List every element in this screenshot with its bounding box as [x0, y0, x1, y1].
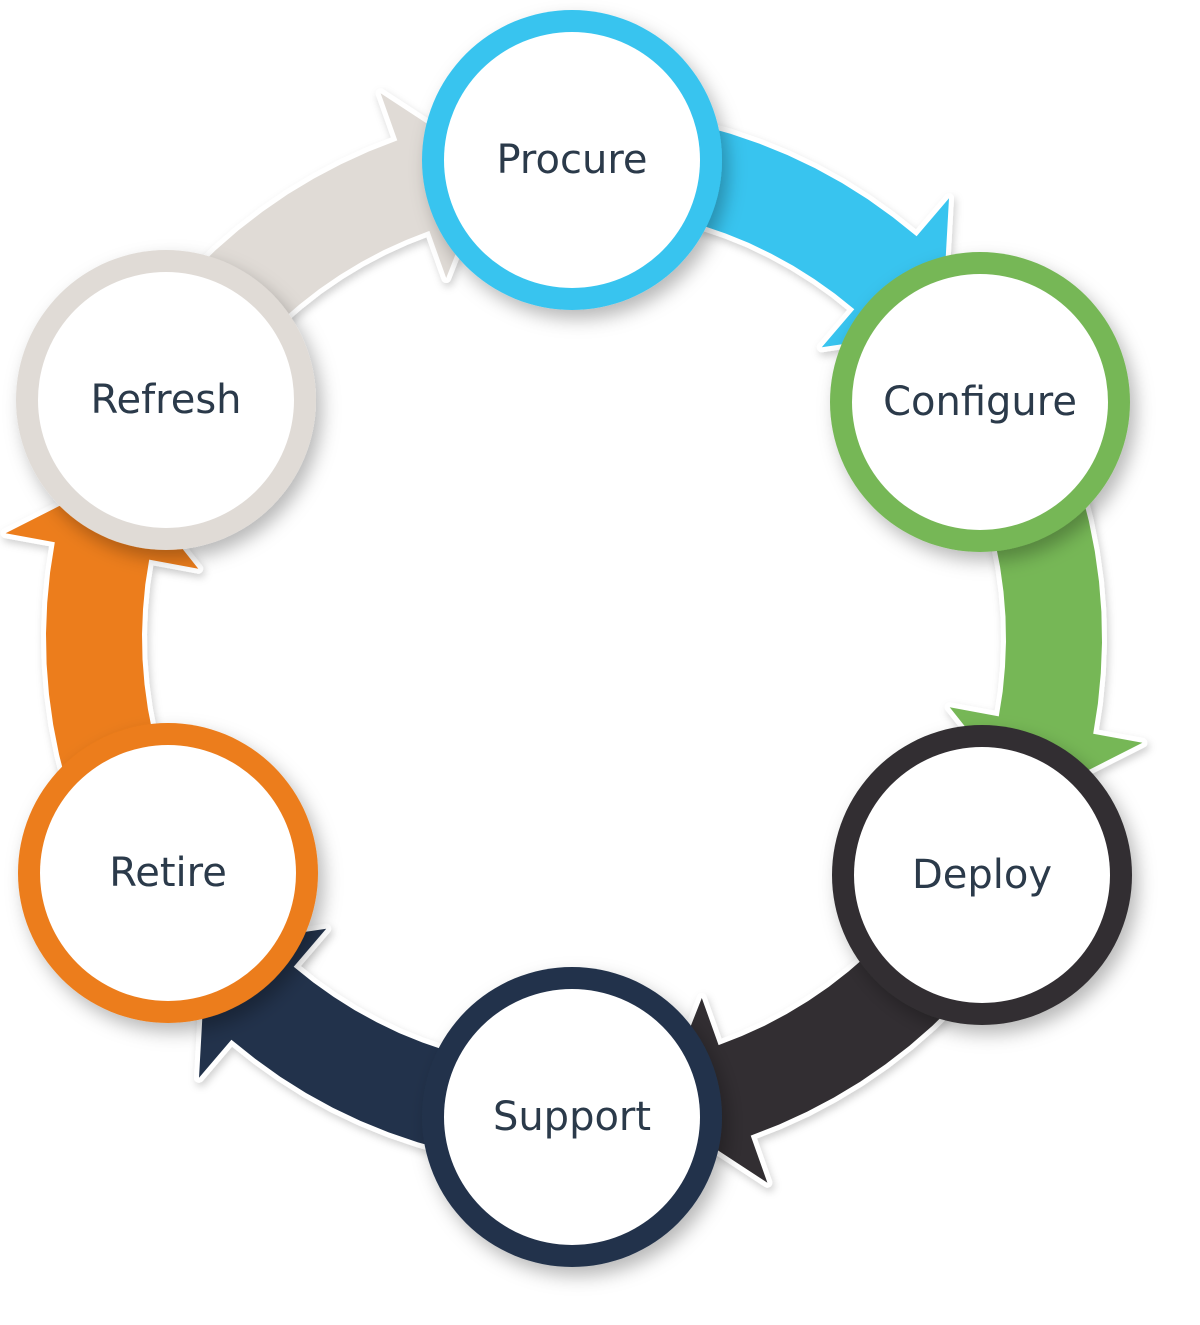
node-configure-face: [852, 274, 1108, 530]
node-configure: Configure: [830, 252, 1130, 552]
node-procure: Procure: [422, 10, 722, 310]
node-deploy-face: [854, 747, 1110, 1003]
node-retire: Retire: [18, 723, 318, 1023]
node-deploy: Deploy: [832, 725, 1132, 1025]
node-retire-face: [40, 745, 296, 1001]
node-refresh-label: Refresh: [90, 377, 241, 423]
node-refresh: Refresh: [16, 250, 316, 550]
node-support-face: [444, 989, 700, 1245]
node-procure-label: Procure: [497, 137, 648, 183]
node-support: Support: [422, 967, 722, 1267]
node-configure-label: Configure: [883, 379, 1077, 425]
node-deploy-label: Deploy: [912, 852, 1052, 898]
node-retire-label: Retire: [109, 850, 227, 896]
node-procure-face: [444, 32, 700, 288]
node-support-label: Support: [493, 1094, 651, 1140]
node-refresh-face: [38, 272, 294, 528]
